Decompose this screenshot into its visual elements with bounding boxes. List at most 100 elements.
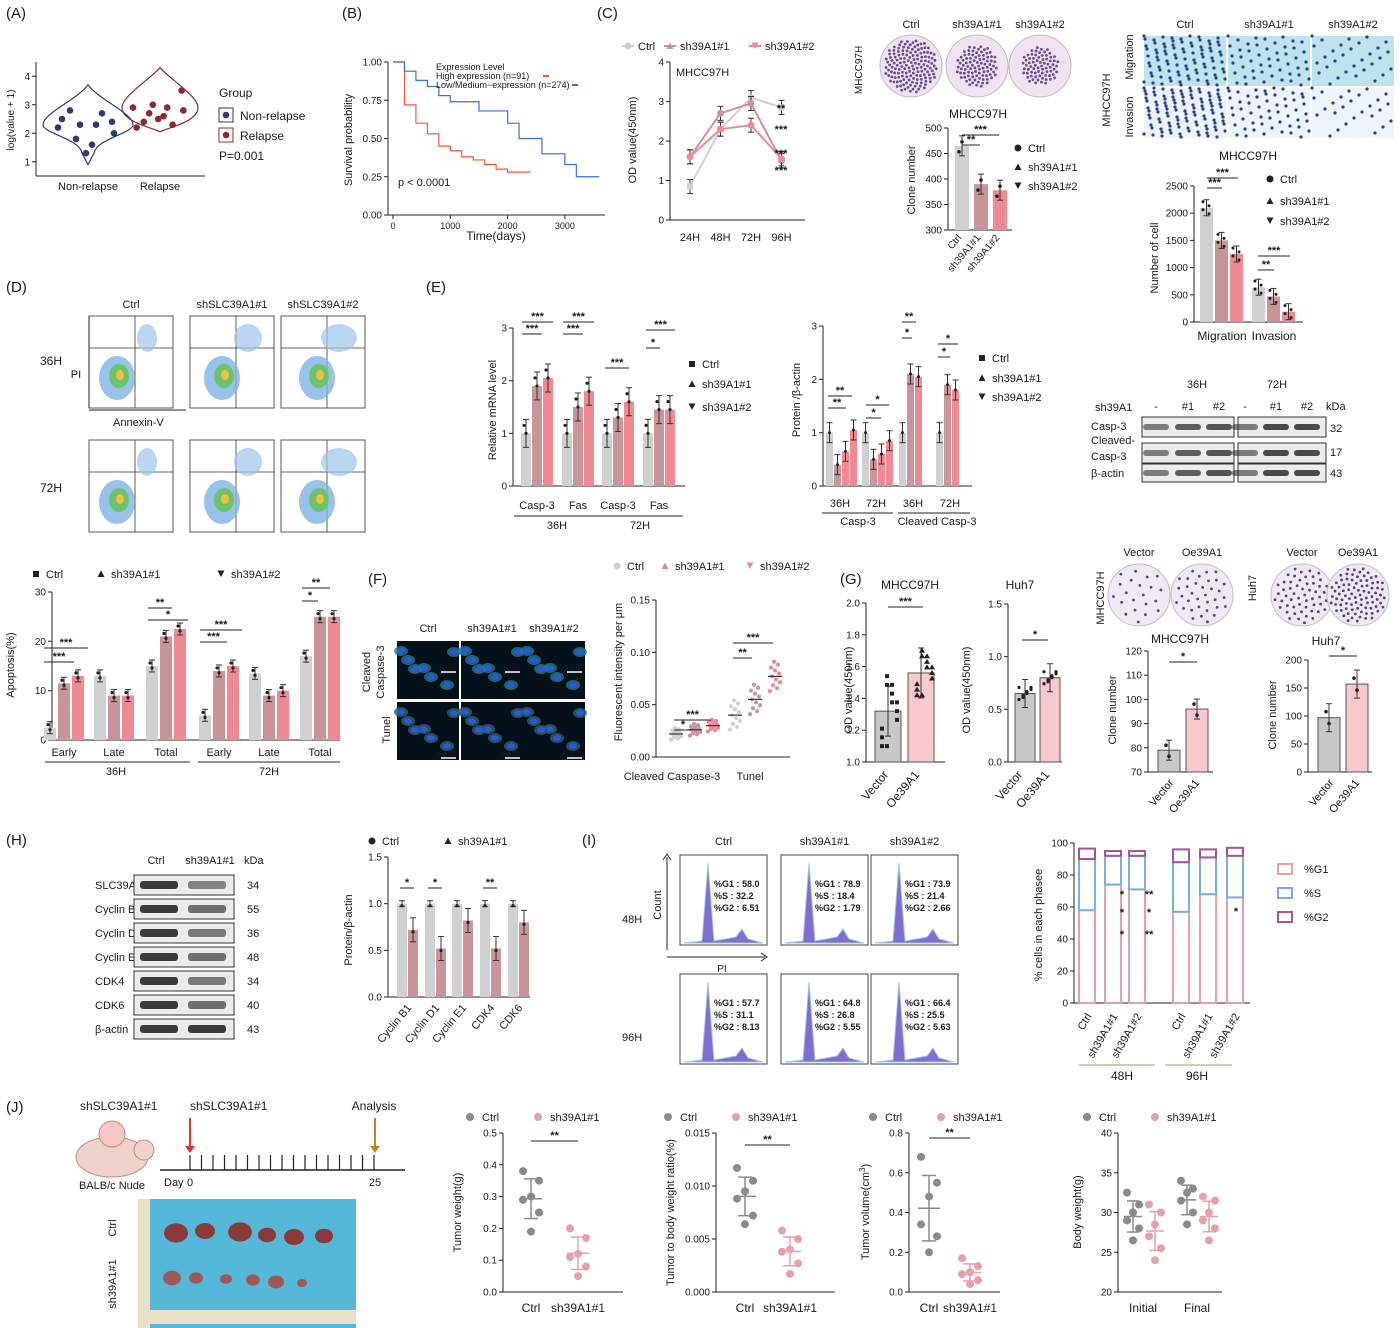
cell <box>1166 62 1170 66</box>
colony <box>905 53 909 57</box>
colony <box>977 64 980 68</box>
colony <box>906 59 910 63</box>
cc-peak <box>683 981 764 1063</box>
sig: * <box>1147 907 1152 919</box>
mig-bar <box>1200 207 1213 322</box>
colony <box>892 61 896 65</box>
colony <box>892 52 896 56</box>
if-point <box>706 729 710 734</box>
wb-band <box>1294 450 1320 456</box>
bw-xtick: Initial <box>1129 1301 1157 1315</box>
bw-point <box>1189 1208 1197 1217</box>
wb-band <box>1294 470 1320 476</box>
colony <box>915 73 919 77</box>
j-legend-label: sh39A1#1 <box>748 1112 798 1124</box>
colony <box>932 72 936 76</box>
g-od-point <box>929 669 935 675</box>
if-legend-label: Ctrl <box>627 561 644 573</box>
sig: *** <box>611 357 625 369</box>
cc-histogram <box>870 973 959 1065</box>
g-colony <box>1358 615 1362 619</box>
apop-legend-label: sh39A1#1 <box>111 569 161 581</box>
if-nucleus <box>475 727 483 733</box>
cell <box>1161 87 1165 91</box>
h-wb-membrane <box>133 874 235 896</box>
colony <box>924 83 927 87</box>
cc-stat: %S : 18.4 <box>815 891 855 901</box>
g-colony <box>1197 605 1201 609</box>
g-colony <box>1370 616 1374 620</box>
tv-point <box>958 1270 966 1279</box>
flow-plot <box>88 439 174 533</box>
panel-h-tag: (H) <box>6 832 27 849</box>
colony <box>897 75 901 79</box>
cell <box>1341 105 1345 109</box>
panel-i-tag: (I) <box>582 832 596 849</box>
cell <box>1349 99 1353 103</box>
wb-row: Cleaved- <box>1091 435 1135 447</box>
sig: * <box>942 346 947 358</box>
mig-point <box>1237 258 1241 262</box>
protein-y-tick-label: 2 <box>811 375 817 386</box>
colony <box>1028 79 1032 83</box>
g-colony <box>1288 617 1292 620</box>
sig: * <box>871 407 876 419</box>
g-colony <box>1369 606 1373 610</box>
mrna-point <box>522 423 526 427</box>
protein-legend-label: sh39A1#2 <box>992 392 1042 404</box>
panel-c-legend-label: sh39A1#1 <box>680 41 730 53</box>
colony <box>1033 71 1037 75</box>
clone-legend-label: Ctrl <box>1028 143 1045 155</box>
colony <box>985 65 989 69</box>
colony <box>956 65 960 69</box>
colony <box>1056 60 1060 64</box>
cell <box>1235 133 1239 137</box>
g-colony <box>1201 586 1205 589</box>
h-y-tick-label: 1.5 <box>368 853 382 864</box>
g-colony <box>1339 573 1343 577</box>
mrna-bar <box>624 401 634 486</box>
cc-stat: %S : 26.8 <box>815 1010 855 1020</box>
g-colony <box>1213 598 1217 602</box>
cell <box>1189 89 1193 93</box>
if-y-tick-label: 0.15 <box>631 596 651 607</box>
colony <box>922 86 926 90</box>
colony <box>1048 65 1052 69</box>
if-point <box>772 659 776 664</box>
bw-point <box>1145 1200 1153 1209</box>
colony <box>971 49 975 53</box>
wb-band <box>1232 450 1258 456</box>
g-colony <box>1376 580 1380 584</box>
panel-a-ylabel: log(value + 1) <box>6 90 17 151</box>
tb-point <box>749 1211 757 1220</box>
cell <box>1365 87 1369 91</box>
if-point <box>672 735 676 740</box>
cell <box>1304 112 1308 116</box>
cc-row-label: 48H <box>622 914 642 926</box>
if-point <box>707 720 711 725</box>
sig: *** <box>1216 167 1230 179</box>
colony <box>898 61 902 65</box>
non-relapse-point <box>54 124 62 131</box>
colony <box>981 78 985 81</box>
sig: ** <box>967 134 976 146</box>
cell <box>1148 116 1152 120</box>
h-wb-band <box>140 929 178 937</box>
cell <box>1194 120 1198 124</box>
g-od-point <box>1021 693 1025 698</box>
h-wb-band <box>140 881 178 889</box>
colony <box>916 53 919 57</box>
cell <box>1272 86 1276 90</box>
j-photo-row: Ctrl <box>107 1219 119 1236</box>
g-colony <box>1340 598 1344 602</box>
cell <box>1166 114 1170 118</box>
if-nucleus <box>450 649 458 655</box>
g-colony <box>1132 598 1135 602</box>
cell <box>1159 75 1163 79</box>
colony <box>972 59 976 63</box>
cell <box>1268 64 1272 68</box>
cell <box>1214 76 1218 80</box>
h-wb-size: 48 <box>247 952 259 964</box>
cell <box>1165 59 1169 63</box>
h-point <box>428 904 432 908</box>
